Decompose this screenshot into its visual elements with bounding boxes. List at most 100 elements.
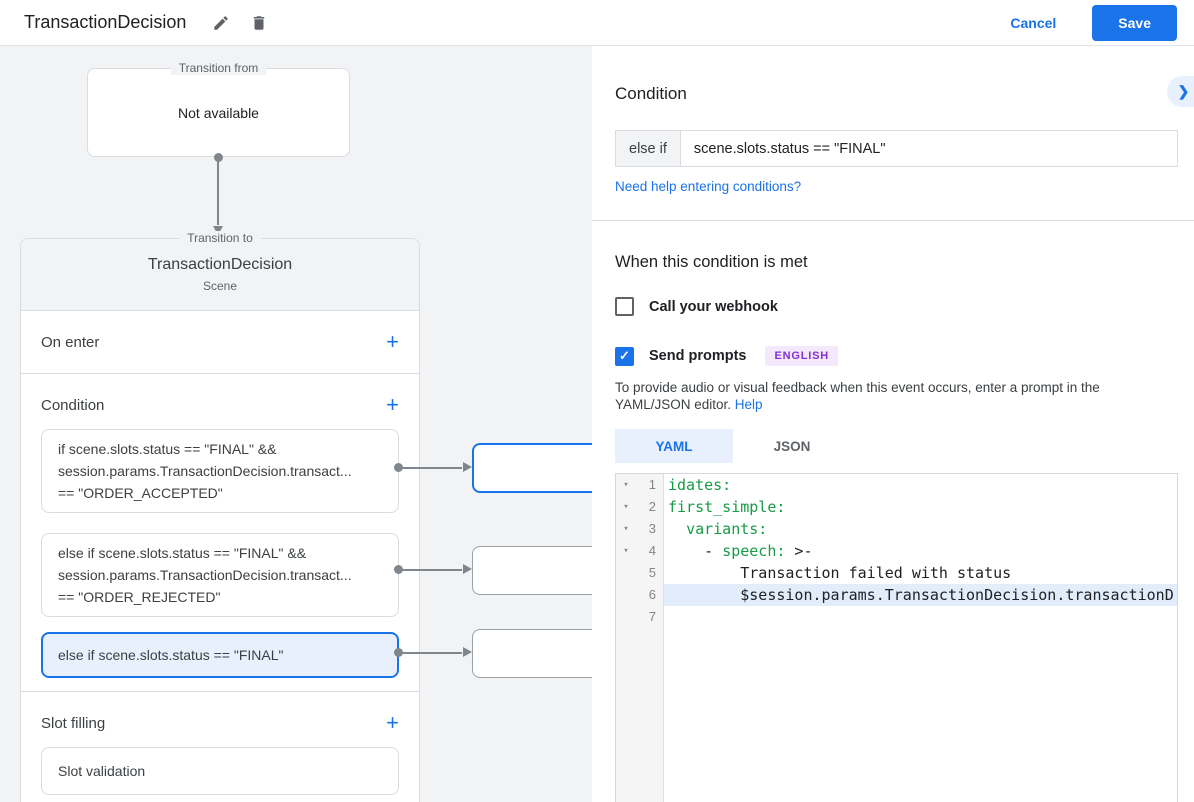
scene-subtitle: Scene <box>202 279 238 293</box>
add-icon: + <box>386 392 399 417</box>
edit-title-button[interactable] <box>208 10 234 36</box>
tab-json[interactable]: JSON <box>733 429 851 463</box>
panel-title: Condition <box>615 84 687 103</box>
code-line: ▾ 3 variants: <box>616 518 1177 540</box>
save-button[interactable]: Save <box>1092 4 1177 41</box>
connector-line <box>400 466 462 469</box>
transition-from-content: Not available <box>178 104 259 121</box>
call-webhook-checkbox[interactable] <box>615 297 634 316</box>
line-number: 4 <box>636 540 664 562</box>
code-line: 5 Transaction failed with status <box>616 562 1177 584</box>
condition-card-line: else if scene.slots.status == "FINAL" && <box>58 545 307 561</box>
pencil-icon <box>214 15 229 30</box>
flow-canvas: Transition from Not available Transition… <box>0 46 592 802</box>
condition-card-2[interactable]: else if scene.slots.status == "FINAL" &&… <box>41 533 399 617</box>
call-webhook-label: Call your webhook <box>649 298 778 315</box>
transition-from-node: Transition from Not available <box>87 61 350 157</box>
condition-card-line: session.params.TransactionDecision.trans… <box>58 463 352 479</box>
transition-connector <box>213 153 223 235</box>
fold-toggle-icon[interactable]: ▾ <box>616 518 636 540</box>
connector-dot <box>394 648 403 657</box>
on-enter-label: On enter <box>41 333 100 351</box>
line-number: 7 <box>636 606 664 628</box>
fold-toggle-icon <box>616 584 636 606</box>
trash-icon <box>254 15 265 30</box>
line-number: 1 <box>636 474 664 496</box>
add-icon: + <box>386 710 399 735</box>
on-enter-section: On enter + <box>21 311 419 374</box>
connector-line <box>400 568 462 571</box>
page-title: TransactionDecision <box>24 12 187 32</box>
line-number: 5 <box>636 562 664 584</box>
transition-from-legend: Transition from <box>170 61 267 75</box>
condition-help-link[interactable]: Need help entering conditions? <box>615 179 802 194</box>
condition-card-line: if scene.slots.status == "FINAL" && <box>58 441 277 457</box>
connector-dot <box>394 463 403 472</box>
send-prompts-label: Send prompts <box>649 348 747 364</box>
add-icon: + <box>386 329 399 354</box>
connector-dot <box>394 565 403 574</box>
transition-to-node: Transition to TransactionDecision Scene … <box>20 231 420 802</box>
prompts-description-text: To provide audio or visual feedback when… <box>615 380 1100 412</box>
transition-target-box-2[interactable] <box>472 546 592 595</box>
delete-scene-button[interactable] <box>246 10 272 36</box>
fold-toggle-icon <box>616 606 636 628</box>
slot-filling-label: Slot filling <box>41 714 106 732</box>
chevron-right-icon: ❯ <box>1177 83 1190 99</box>
line-number: 6 <box>636 584 664 606</box>
transition-target-box-3[interactable] <box>472 629 592 678</box>
condition-card-3-selected[interactable]: else if scene.slots.status == "FINAL" <box>41 632 399 678</box>
send-prompts-row: ✓ Send prompts ENGLISH <box>615 346 1194 366</box>
fold-toggle-icon[interactable]: ▾ <box>616 474 636 496</box>
tab-yaml[interactable]: YAML <box>615 429 733 463</box>
condition-card-1[interactable]: if scene.slots.status == "FINAL" && sess… <box>41 429 399 513</box>
condition-detail-panel: ❯ Condition else if Need help entering c… <box>592 46 1194 802</box>
condition-section-label: Condition <box>41 396 105 414</box>
condition-card-line: == "ORDER_REJECTED" <box>58 589 221 605</box>
add-slot-button[interactable]: + <box>386 710 399 735</box>
help-link[interactable]: Help <box>734 397 763 412</box>
cancel-button[interactable]: Cancel <box>1010 14 1057 31</box>
slot-filling-section: Slot filling + Slot validation <box>21 692 419 802</box>
condition-expression-input[interactable] <box>680 131 1177 166</box>
scene-header[interactable]: TransactionDecision Scene <box>21 239 419 311</box>
webhook-row: Call your webhook <box>615 297 1194 316</box>
code-line: 7 <box>616 606 1177 628</box>
top-bar: TransactionDecision Cancel Save <box>0 0 1194 46</box>
code-line: ▾ 4 - speech: >- <box>616 540 1177 562</box>
connector-arrowhead <box>463 647 472 657</box>
connector-line <box>217 159 219 225</box>
fold-toggle-icon[interactable]: ▾ <box>616 496 636 518</box>
line-number: 2 <box>636 496 664 518</box>
fold-toggle-icon[interactable]: ▾ <box>616 540 636 562</box>
condition-card-line: session.params.TransactionDecision.trans… <box>58 567 352 583</box>
condition-2-connector <box>394 564 472 575</box>
send-prompts-checkbox[interactable]: ✓ <box>615 346 634 366</box>
editor-tabs: YAML JSON <box>615 429 1194 463</box>
transition-to-legend: Transition to <box>179 231 261 245</box>
fold-toggle-icon <box>616 562 636 584</box>
collapse-panel-button[interactable]: ❯ <box>1167 76 1194 107</box>
code-line: ▾ 1 idates: <box>616 474 1177 496</box>
transition-target-box-1[interactable] <box>472 443 592 493</box>
add-on-enter-button[interactable]: + <box>386 329 399 354</box>
code-line-highlighted: 6 $session.params.TransactionDecision.tr… <box>616 584 1177 606</box>
add-condition-button[interactable]: + <box>386 392 399 417</box>
code-line: ▾ 2 first_simple: <box>616 496 1177 518</box>
condition-input-row: else if <box>615 130 1178 167</box>
panel-divider <box>592 220 1194 221</box>
condition-1-connector <box>394 462 472 473</box>
when-condition-heading: When this condition is met <box>615 253 808 271</box>
check-icon: ✓ <box>619 348 630 363</box>
connector-dot <box>214 153 223 162</box>
condition-card-line: == "ORDER_ACCEPTED" <box>58 485 223 501</box>
editor-empty-area <box>616 628 1177 802</box>
connector-line <box>400 651 462 654</box>
slot-validation-card[interactable]: Slot validation <box>41 747 399 795</box>
connector-arrowhead <box>463 462 472 472</box>
yaml-code-editor[interactable]: ▾ 1 idates: ▾ 2 first_simple: ▾ 3 varian… <box>615 473 1178 802</box>
connector-arrowhead <box>463 564 472 574</box>
condition-3-connector <box>394 647 472 658</box>
condition-operator-label: else if <box>616 131 681 166</box>
